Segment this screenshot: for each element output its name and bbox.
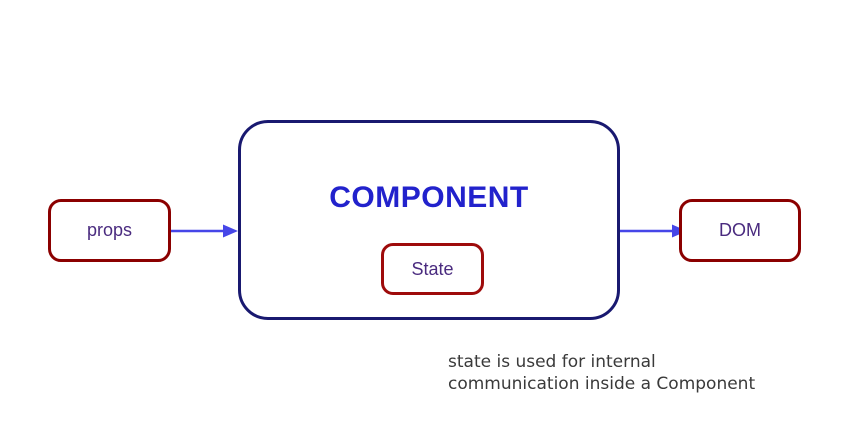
caption-line-1: state is used for internal [448, 352, 656, 372]
component-box: COMPONENT State [238, 120, 620, 320]
arrow-props-to-component [171, 224, 238, 238]
arrow-head-icon [223, 224, 238, 238]
props-label: props [86, 220, 133, 240]
arrow-component-to-dom [620, 224, 687, 238]
props-box: props [48, 199, 171, 262]
caption: state is used for internal communication… [448, 352, 755, 395]
state-box: State [381, 243, 484, 295]
caption-line-2: communication inside a Component [448, 373, 756, 394]
state-label: State [411, 258, 454, 279]
component-title: COMPONENT [329, 181, 529, 214]
dom-label: DOM [719, 220, 761, 240]
dom-box: DOM [679, 199, 801, 262]
